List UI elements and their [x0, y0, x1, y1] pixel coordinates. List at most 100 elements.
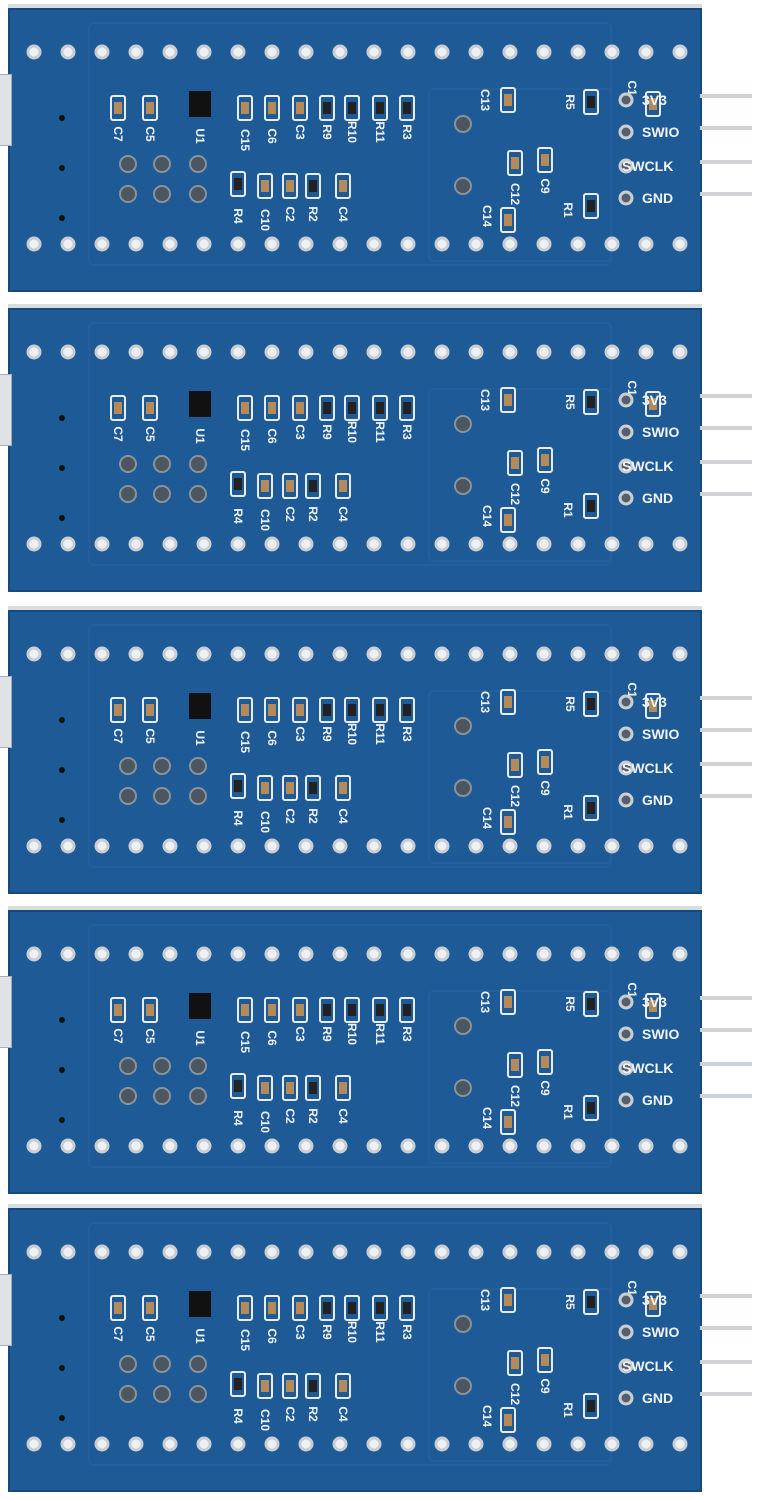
pin-pad: [230, 1436, 246, 1452]
pin-pad: [26, 838, 42, 854]
silkscreen-label: R2: [306, 206, 320, 222]
pin-pad: [196, 1436, 212, 1452]
pin-pad: [536, 236, 552, 252]
pin-pad: [60, 344, 76, 360]
component-c7: [110, 95, 126, 121]
pin-pad: [128, 1138, 144, 1154]
pin-pad: [366, 44, 382, 60]
via: [119, 155, 137, 173]
silkscreen-label: C2: [283, 506, 297, 522]
component-c3: [292, 95, 308, 121]
pin-pad: [468, 344, 484, 360]
pin-pad: [60, 536, 76, 552]
via: [189, 787, 207, 805]
via: [153, 1087, 171, 1105]
header-pin-pad: [618, 92, 634, 108]
silkscreen-label: C7: [111, 1326, 125, 1342]
pin-pad: [502, 838, 518, 854]
pin-pad: [468, 946, 484, 962]
pin-pad: [502, 44, 518, 60]
component-r1: [583, 1095, 599, 1121]
pin-pad: [128, 344, 144, 360]
pin-pad: [604, 344, 620, 360]
pin-pad: [366, 1244, 382, 1260]
pin-pad: [672, 946, 688, 962]
header-label: SWIO: [642, 726, 680, 742]
silkscreen-label: R5: [563, 94, 577, 110]
pin-pad: [332, 1436, 348, 1452]
component-c5: [142, 95, 158, 121]
silkscreen-label: C10: [258, 1110, 272, 1134]
silkscreen-label: R3: [400, 424, 414, 440]
component-r11: [372, 395, 388, 421]
silkscreen-label: R2: [306, 506, 320, 522]
pin-pad: [434, 1436, 450, 1452]
silkscreen-label: R3: [400, 124, 414, 140]
header-pin: [700, 1028, 752, 1032]
pin-pad: [332, 838, 348, 854]
header-pin-pad: [618, 994, 634, 1010]
via: [454, 1377, 472, 1395]
pin-pad: [60, 1436, 76, 1452]
header-pin-pad: [618, 190, 634, 206]
header-label: SWCLK: [622, 1060, 674, 1076]
pin-pad: [468, 646, 484, 662]
silkscreen-label: C15: [238, 128, 252, 152]
header-label: GND: [642, 792, 674, 808]
pin-pad: [366, 236, 382, 252]
pin-pad: [128, 536, 144, 552]
pin-pad: [230, 838, 246, 854]
via: [189, 455, 207, 473]
via: [189, 1355, 207, 1373]
pin-pad: [638, 236, 654, 252]
pin-pad: [264, 1436, 280, 1452]
pin-pad: [26, 946, 42, 962]
pin-pad: [162, 1244, 178, 1260]
component-c7: [110, 1295, 126, 1321]
pin-pad: [264, 838, 280, 854]
silkscreen-label: C14: [480, 1106, 494, 1130]
header-pin: [700, 794, 752, 798]
silkscreen-label: C3: [293, 424, 307, 440]
pin-pad: [298, 946, 314, 962]
pin-pad: [638, 1244, 654, 1260]
component-r3: [399, 95, 415, 121]
silkscreen-label: R9: [320, 726, 334, 742]
header-label: GND: [642, 1390, 674, 1406]
silkscreen-label: C7: [111, 126, 125, 142]
header-pin: [700, 1294, 752, 1298]
component-r3: [399, 1295, 415, 1321]
pin-pad: [672, 1436, 688, 1452]
pin-pad: [162, 946, 178, 962]
component-c6: [264, 1295, 280, 1321]
header-label: 3V3: [642, 694, 667, 710]
pin-pad: [162, 344, 178, 360]
header-pin: [700, 996, 752, 1000]
component-r9: [319, 697, 335, 723]
pin-pad: [366, 1436, 382, 1452]
via: [119, 757, 137, 775]
component-c1: [645, 693, 661, 719]
pin-pad: [502, 236, 518, 252]
component-c5: [142, 997, 158, 1023]
component-c9: [537, 147, 553, 173]
pin-pad: [128, 1244, 144, 1260]
header-label: SWCLK: [622, 1358, 674, 1374]
mounting-hole: [59, 717, 65, 723]
component-c12: [507, 150, 523, 176]
component-c2: [282, 775, 298, 801]
via: [454, 779, 472, 797]
silkscreen-label: R10: [345, 1320, 359, 1344]
silkscreen-label: U1: [193, 730, 207, 746]
pin-pad: [570, 236, 586, 252]
component-c2: [282, 1373, 298, 1399]
component-r2: [305, 173, 321, 199]
component-r10: [344, 395, 360, 421]
component-r4: [230, 471, 246, 497]
silkscreen-label: R5: [563, 696, 577, 712]
component-r11: [372, 697, 388, 723]
pin-pad: [60, 1138, 76, 1154]
silkscreen-label: C15: [238, 1030, 252, 1054]
pin-pad: [536, 1244, 552, 1260]
